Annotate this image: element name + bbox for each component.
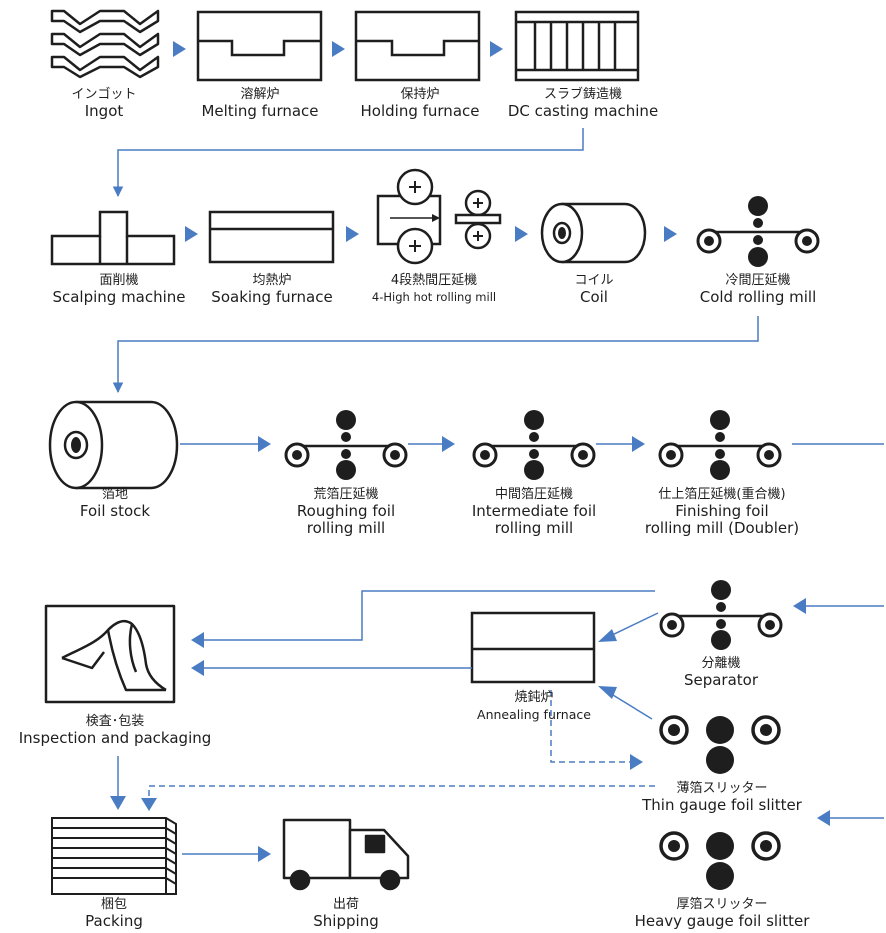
label-dc-casting-en: DC casting machine <box>507 102 659 120</box>
label-intermediate-en1: Intermediate foil <box>471 502 597 520</box>
ingot-icon <box>50 9 160 79</box>
row1-arrows <box>173 41 503 57</box>
label-inspection-en: Inspection and packaging <box>18 729 212 747</box>
label-finishing-en2: rolling mill (Doubler) <box>644 519 800 537</box>
dc-casting-machine-icon <box>514 10 640 82</box>
row3-arrows <box>258 436 645 452</box>
label-annealing-en: Annealing furnace <box>477 707 591 722</box>
label-inspection: 検査･包装 Inspection and packaging <box>19 713 212 747</box>
label-finishing-en1: Finishing foil <box>675 502 769 520</box>
label-dc-casting: スラブ鋳造機 DC casting machine <box>508 86 658 120</box>
label-annealing: 焼鈍炉 Annealing furnace <box>477 689 591 723</box>
label-scalping-jp: 面削機 <box>99 273 139 288</box>
roughing-mill-icon <box>284 410 408 480</box>
label-separator-jp: 分離機 <box>701 656 741 671</box>
intermediate-mill-icon <box>472 410 596 480</box>
label-holding-en: Holding furnace <box>360 102 480 120</box>
label-shipping: 出荷 Shipping <box>313 896 378 930</box>
label-heavy-slitter-en: Heavy gauge foil slitter <box>634 912 810 930</box>
label-cold-rolling: 冷間圧延機 Cold rolling mill <box>700 272 817 306</box>
label-thin-slitter: 薄箔スリッター Thin gauge foil slitter <box>642 780 802 814</box>
soaking-furnace-icon <box>208 210 335 264</box>
label-foil-stock: 箔地 Foil stock <box>80 486 150 520</box>
truck-icon <box>282 818 410 891</box>
label-holding-jp: 保持炉 <box>400 87 440 102</box>
label-hot-rolling-en: 4-High hot rolling mill <box>371 290 497 304</box>
label-ingot-en: Ingot <box>84 102 124 120</box>
label-coil-en: Coil <box>579 288 608 306</box>
cold-rolling-mill-icon <box>696 196 820 267</box>
label-intermediate-jp: 中間箔圧延機 <box>494 487 573 502</box>
connector-casting-to-scalping <box>112 128 584 198</box>
separator-icon <box>659 580 783 650</box>
label-soaking: 均熱炉 Soaking furnace <box>211 272 332 306</box>
packing-icon <box>51 817 177 895</box>
label-coil: コイル Coil <box>574 272 613 306</box>
thin-slitter-icon <box>659 715 781 774</box>
label-thin-slitter-en: Thin gauge foil slitter <box>642 796 802 814</box>
annealing-furnace-icon <box>470 611 596 684</box>
label-hot-rolling-jp: 4段熱間圧延機 <box>390 273 478 288</box>
label-finishing-jp: 仕上箔圧延機(重合機) <box>658 487 786 502</box>
label-foil-stock-en: Foil stock <box>79 502 151 520</box>
label-scalping-en: Scalping machine <box>52 288 186 306</box>
coil-icon <box>540 202 647 264</box>
finishing-mill-icon <box>658 410 782 480</box>
label-soaking-en: Soaking furnace <box>211 288 333 306</box>
connector-cold-to-foil <box>112 316 759 394</box>
label-inspection-jp: 検査･包装 <box>85 714 145 729</box>
foil-stock-icon <box>48 400 179 490</box>
label-separator: 分離機 Separator <box>684 655 758 689</box>
hot-rolling-mill-icon <box>376 168 502 265</box>
label-annealing-jp: 焼鈍炉 <box>514 690 554 705</box>
label-soaking-jp: 均熱炉 <box>252 273 292 288</box>
label-packing: 梱包 Packing <box>85 896 143 930</box>
label-melting: 溶解炉 Melting furnace <box>201 86 318 120</box>
label-shipping-jp: 出荷 <box>332 897 359 912</box>
label-intermediate: 中間箔圧延機 Intermediate foil rolling mill <box>472 486 596 537</box>
row4-arrows <box>110 598 830 862</box>
label-holding: 保持炉 Holding furnace <box>361 86 480 120</box>
label-roughing-jp: 荒箔圧延機 <box>313 487 379 502</box>
label-coil-jp: コイル <box>574 273 614 288</box>
holding-furnace-icon <box>354 10 481 82</box>
inspection-packaging-icon <box>44 604 176 704</box>
label-thin-slitter-jp: 薄箔スリッター <box>676 781 768 796</box>
heavy-slitter-icon <box>659 831 781 890</box>
label-roughing: 荒箔圧延機 Roughing foil rolling mill <box>297 486 395 537</box>
melting-furnace-icon <box>196 10 323 82</box>
label-finishing: 仕上箔圧延機(重合機) Finishing foil rolling mill … <box>645 486 799 537</box>
label-melting-en: Melting furnace <box>201 102 319 120</box>
label-shipping-en: Shipping <box>313 912 379 930</box>
label-heavy-slitter: 厚箔スリッター Heavy gauge foil slitter <box>635 896 810 930</box>
label-packing-jp: 梱包 <box>100 897 128 912</box>
label-roughing-en1: Roughing foil <box>296 502 396 520</box>
label-hot-rolling: 4段熱間圧延機 4-High hot rolling mill <box>372 272 496 306</box>
row2-arrows <box>185 226 677 242</box>
label-ingot-jp: インゴット <box>71 87 137 102</box>
label-melting-jp: 溶解炉 <box>240 87 280 102</box>
label-intermediate-en2: rolling mill <box>494 519 574 537</box>
label-scalping: 面削機 Scalping machine <box>52 272 185 306</box>
label-cold-rolling-en: Cold rolling mill <box>699 288 817 306</box>
label-roughing-en2: rolling mill <box>306 519 386 537</box>
label-cold-rolling-jp: 冷間圧延機 <box>725 273 791 288</box>
label-ingot: インゴット Ingot <box>71 86 136 120</box>
label-dc-casting-jp: スラブ鋳造機 <box>543 87 623 102</box>
label-packing-en: Packing <box>85 912 143 930</box>
scalping-machine-icon <box>50 210 176 266</box>
label-separator-en: Separator <box>683 671 759 689</box>
label-foil-stock-jp: 箔地 <box>101 487 128 502</box>
label-heavy-slitter-jp: 厚箔スリッター <box>676 897 768 912</box>
row4-connectors <box>117 590 884 855</box>
